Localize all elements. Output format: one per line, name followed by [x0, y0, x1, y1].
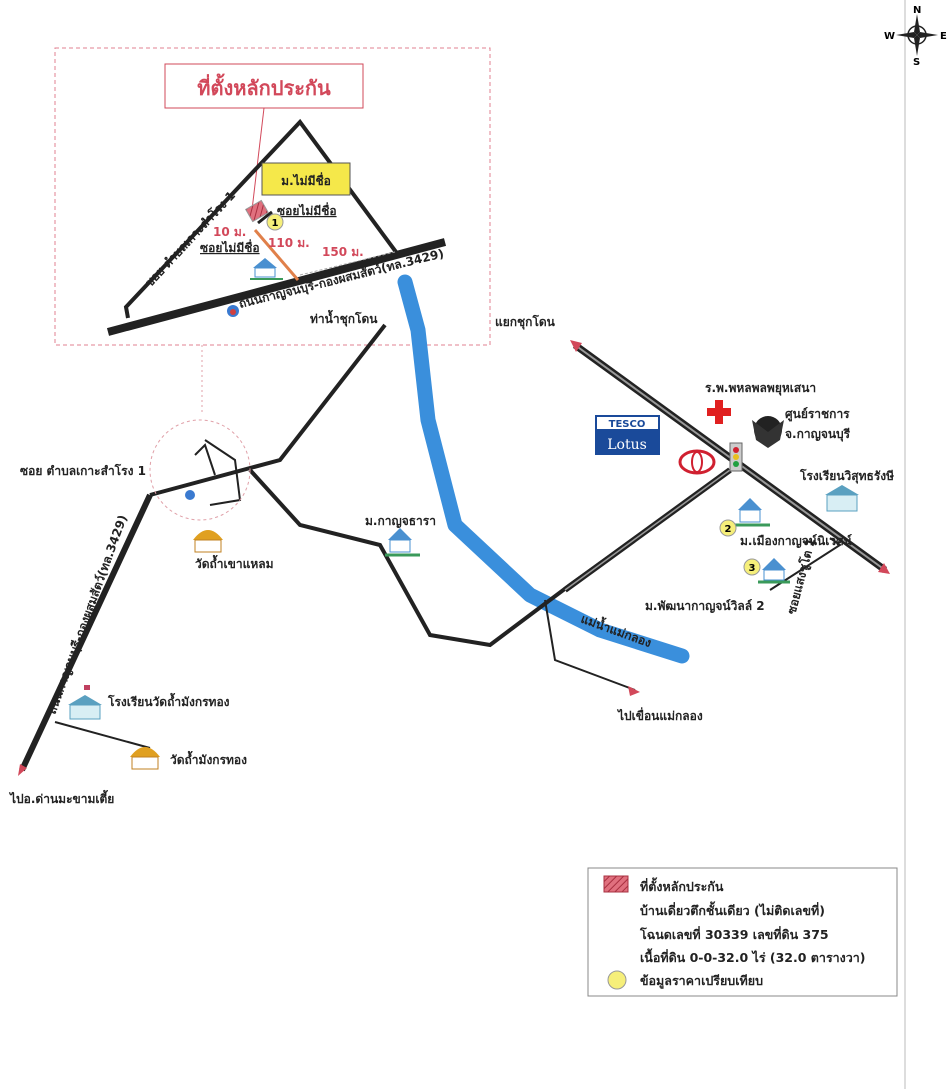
soi-koh-samrong-label: ซอย ตำบลเกาะสำโรง 1: [20, 463, 146, 478]
legend: ที่ตั้งหลักประกัน บ้านเดี่ยวตึกชั้นเดียว…: [587, 867, 898, 997]
comparison-marker-3[interactable]: [743, 558, 761, 576]
marker-1-label: 1: [272, 218, 279, 229]
marker-3-label: 3: [749, 563, 756, 574]
legend-collateral: ที่ตั้งหลักประกัน: [640, 877, 724, 894]
school-east-label: โรงเรียนวิสุทธรังษี: [799, 468, 894, 484]
village-kanchathara-label: ม.กาญจธารา: [365, 514, 436, 528]
inset-frame: [54, 47, 491, 346]
village-icon: [758, 558, 790, 584]
school-icon: [68, 685, 102, 720]
temple-icon: [193, 530, 223, 553]
compass-icon: N S E W: [884, 5, 947, 68]
gas-station-icon: [227, 305, 239, 317]
tesco-text: TESCO: [609, 419, 646, 430]
hospital-label: ร.พ.พหลพลพยุหเสนา: [705, 381, 816, 396]
village-icon: [735, 498, 770, 527]
compass-w: W: [884, 31, 895, 42]
title-pointer: [251, 107, 265, 211]
village-label-box: [261, 162, 351, 196]
temple-khaolaem-label: วัดถ้ำเขาแหลม: [195, 554, 274, 571]
gas-station-icon: [185, 490, 195, 500]
village-icon: [385, 528, 420, 557]
marker-2-label: 2: [725, 524, 732, 535]
legend-comparison: ข้อมูลราคาเปรียบเทียบ: [640, 973, 763, 989]
pier-label: ท่าน้ำชุกโดน: [310, 309, 378, 327]
collateral-title-box: [164, 63, 364, 109]
garuda-emblem-icon: [752, 416, 784, 448]
hospital-cross-icon: [707, 400, 731, 424]
govt-center-label-2: จ.กาญจนบุรี: [785, 427, 851, 442]
soi-unnamed-label: ซอยไม่มีชื่อ: [277, 202, 337, 218]
village-label: ม.ไม่มีชื่อ: [281, 172, 331, 188]
junction-label: แยกชุกโดน: [495, 314, 556, 330]
temple-icon: [130, 747, 160, 770]
distance-10m: 10 ม.: [213, 225, 246, 239]
compass-s: S: [913, 57, 920, 68]
legend-area: เนื้อที่ดิน 0-0-32.0 ไร่ (32.0 ตารางวา): [640, 948, 866, 965]
lotus-text: Lotus: [607, 437, 647, 453]
traffic-light-icon: [729, 442, 743, 472]
comparison-marker-1[interactable]: [266, 213, 284, 231]
school-icon: [825, 485, 859, 512]
tesco-lotus-logo: TESCO Lotus: [595, 415, 660, 455]
river: [397, 274, 690, 664]
to-district-label: ไปอ.ด่านมะขามเตี้ย: [8, 789, 114, 806]
distance-110m: 110 ม.: [268, 236, 310, 250]
roads: [18, 323, 890, 776]
collateral-site-marker[interactable]: [245, 199, 269, 223]
compass-n: N: [913, 5, 921, 16]
zoom-circle: [149, 419, 251, 521]
comparison-marker-2[interactable]: [719, 519, 737, 537]
compass-e: E: [940, 31, 947, 42]
village-3-label: ม.พัฒนากาญจน์วิลล์ 2: [645, 599, 765, 613]
govt-center-label: ศูนย์ราชการ: [785, 407, 850, 422]
toyota-logo: [678, 449, 716, 475]
temple-mangkorn-label: วัดถ้ำมังกรทอง: [170, 750, 247, 767]
distance-150m: 150 ม.: [322, 245, 364, 259]
to-dam-label: ไปเขื่อนแม่กลอง: [616, 707, 703, 723]
legend-house-type: บ้านเดี่ยวตึกชั้นเดียว (ไม่ติดเลขที่): [640, 901, 825, 918]
house-icon: [250, 258, 283, 280]
village-2-label: ม.เมืองกาญจน์นิเวศน์: [740, 534, 853, 548]
legend-collateral-swatch: [603, 875, 629, 893]
school-west-label: โรงเรียนวัดถ้ำมังกรทอง: [107, 692, 230, 709]
legend-deed: โฉนดเลขที่ 30339 เลขที่ดิน 375: [639, 926, 829, 942]
collateral-title: ที่ตั้งหลักประกัน: [197, 73, 331, 100]
legend-comparison-swatch: [607, 970, 627, 990]
soi-saengchuto-label: ซอยแสงชูโต 1: [783, 536, 819, 616]
soi-unnamed-label-2: ซอยไม่มีชื่อ: [200, 239, 260, 255]
